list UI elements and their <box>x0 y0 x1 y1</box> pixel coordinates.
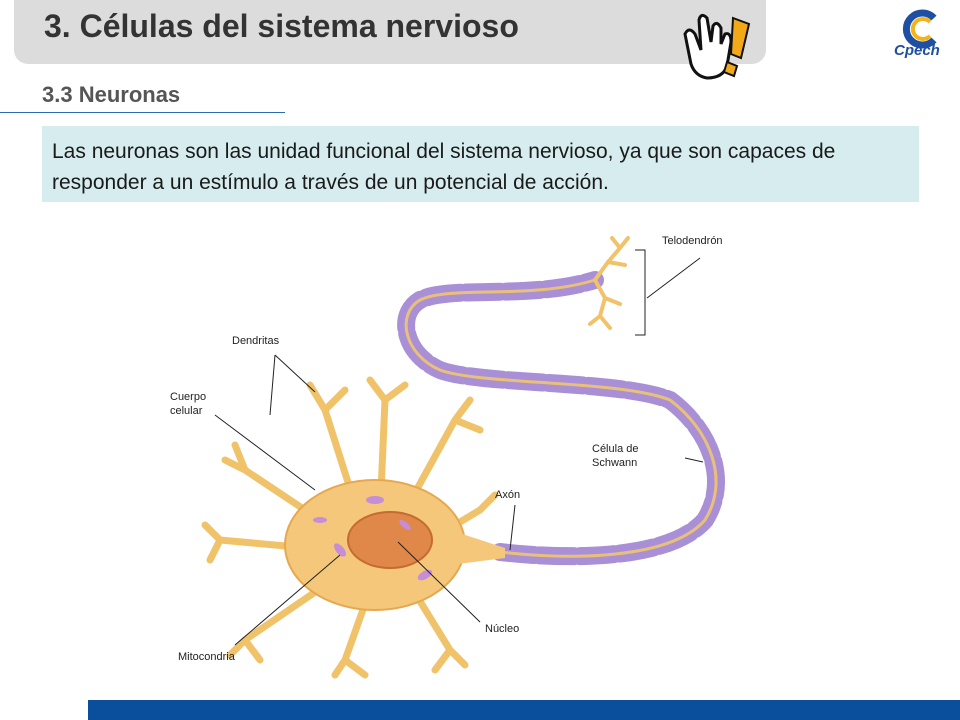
label-telodendron: Telodendrón <box>662 235 723 247</box>
subtitle-underline <box>0 112 285 113</box>
label-schwann-line2: Schwann <box>592 457 637 469</box>
neuron-diagram: Telodendrón Dendritas Cuerpo celular Cél… <box>170 235 726 679</box>
telodendron-branches <box>588 236 630 330</box>
label-nucleus: Núcleo <box>485 623 519 635</box>
description-text: Las neuronas son las unidad funcional de… <box>52 140 836 194</box>
label-schwann-line1: Célula de <box>592 443 638 455</box>
nucleus <box>347 511 433 569</box>
section-subtitle: 3.3 Neuronas <box>42 82 181 107</box>
cpech-logo-text: Cpech <box>894 42 940 59</box>
label-cell-body-line1: Cuerpo <box>170 391 206 403</box>
telodendron-bracket <box>635 249 646 336</box>
page-title: 3. Células del sistema nervioso <box>44 8 519 44</box>
label-axon: Axón <box>495 489 520 501</box>
description-box: Las neuronas son las unidad funcional de… <box>42 126 919 202</box>
pointing-hand-icon <box>683 13 751 80</box>
label-dendrites: Dendritas <box>232 335 280 347</box>
label-mitochondria: Mitocondria <box>178 651 236 663</box>
footer-bar <box>88 700 960 720</box>
dendrites <box>201 376 499 679</box>
cpech-logo-icon <box>902 9 937 49</box>
mitochondria-shapes <box>313 496 433 581</box>
label-cell-body-line2: celular <box>170 405 203 417</box>
title-bar <box>14 0 766 64</box>
